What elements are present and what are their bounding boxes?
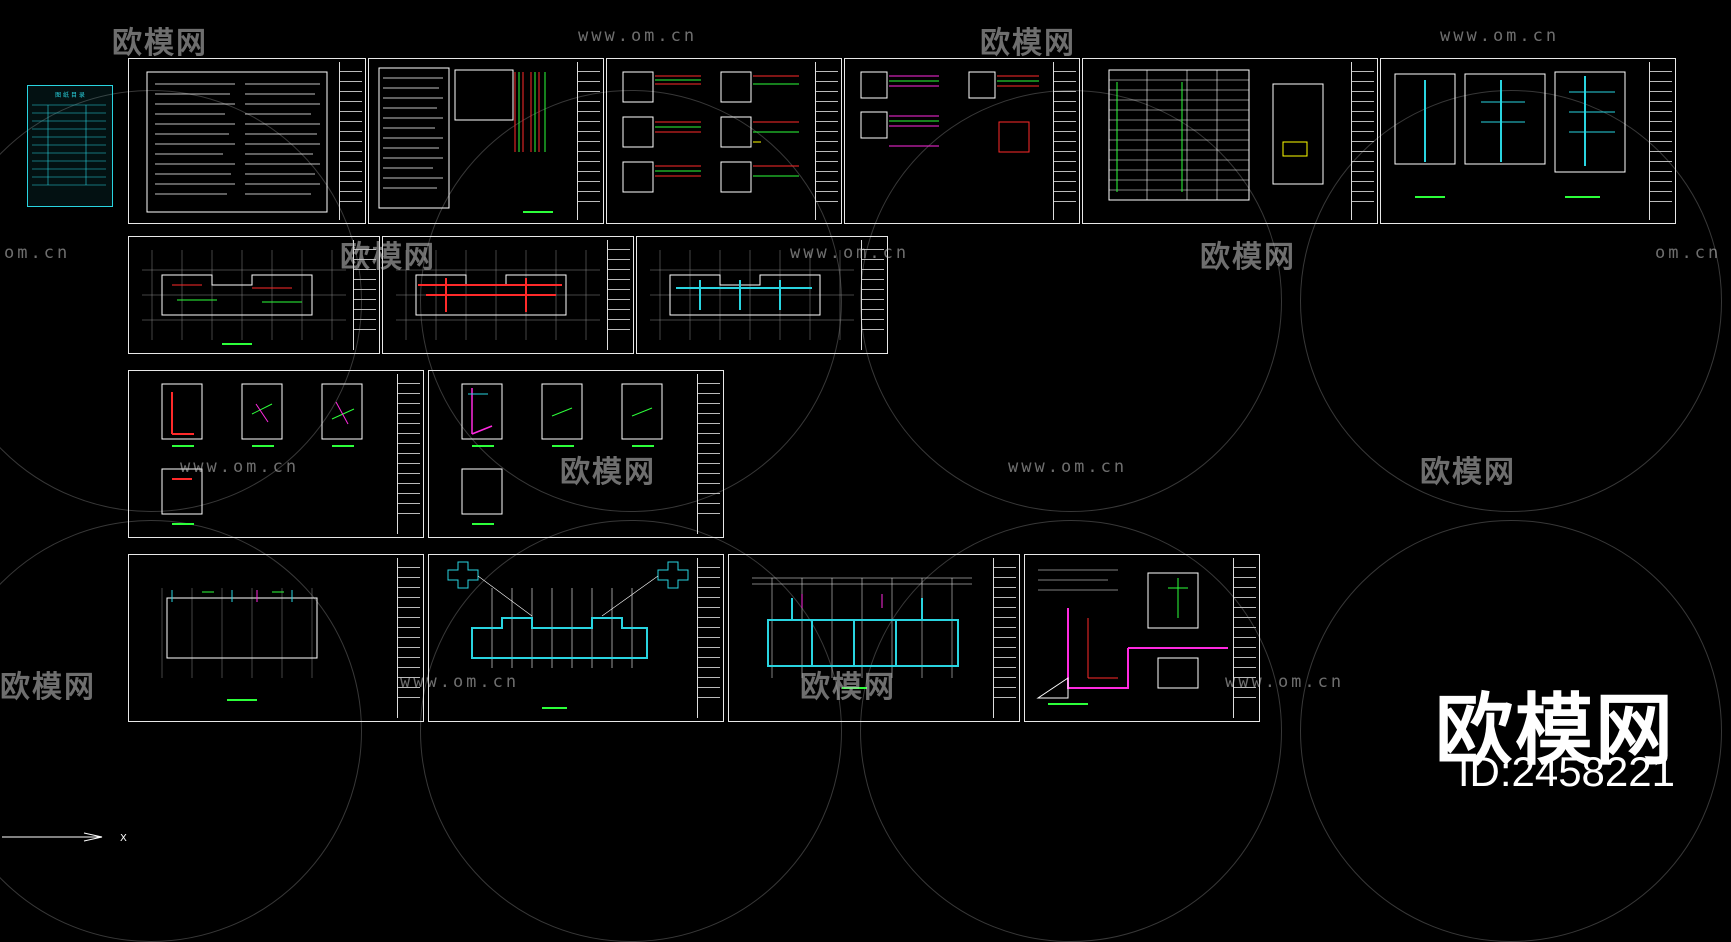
watermark-url: www.om.cn <box>1008 457 1128 477</box>
sheet-drawing <box>461 383 663 525</box>
watermark-url-fragment: om.cn <box>1655 243 1722 263</box>
sheet-drawing <box>860 71 1039 153</box>
watermark-brand: 欧模网 <box>112 26 208 61</box>
title-block <box>339 62 362 220</box>
drawing-sheet-basement-plan-1[interactable] <box>428 554 724 722</box>
drawing-sheet-detail-drawings[interactable] <box>1024 554 1260 722</box>
drawing-sheet-system-diagram-2[interactable] <box>844 58 1080 224</box>
title-block <box>861 240 884 350</box>
sheet-drawing <box>622 71 799 193</box>
sheet-drawing <box>447 561 689 709</box>
drawing-sheet-unit-plans-1[interactable] <box>128 370 424 538</box>
watermark-ring <box>420 90 842 512</box>
title-block <box>1233 558 1256 718</box>
sheet-drawing <box>142 250 346 345</box>
title-block <box>397 374 420 534</box>
watermark-url: www.om.cn <box>1440 26 1560 46</box>
resource-id: ID:2458221 <box>1457 748 1675 795</box>
watermark-url: www.om.cn <box>578 26 698 46</box>
watermark-url: www.om.cn <box>400 672 520 692</box>
watermark-ring <box>1300 90 1722 512</box>
watermark-url: www.om.cn <box>1225 672 1345 692</box>
ucs-axis-icon: X <box>2 832 127 842</box>
drawing-sheet-design-notes-1[interactable] <box>128 58 366 224</box>
sheet-drawing <box>1108 69 1324 201</box>
title-block <box>1351 62 1374 220</box>
title-block <box>815 62 838 220</box>
drawing-sheet-floor-plan-1[interactable] <box>128 236 380 354</box>
drawing-sheet-riser-diagram[interactable] <box>1380 58 1676 224</box>
title-block <box>607 240 630 350</box>
drawing-sheet-roof-plan[interactable] <box>128 554 424 722</box>
title-block <box>993 558 1016 718</box>
watermark-brand: 欧模网 <box>980 26 1076 61</box>
watermark-url-fragment: om.cn <box>4 243 71 263</box>
title-block <box>697 558 720 718</box>
sheet-drawing <box>378 67 553 213</box>
drawing-sheet-floor-plan-3[interactable] <box>636 236 888 354</box>
drawing-sheet-unit-plans-2[interactable] <box>428 370 724 538</box>
sheet-drawing <box>752 577 972 689</box>
drawing-sheet-system-diagram-1[interactable] <box>606 58 842 224</box>
title-block <box>353 240 376 350</box>
sheet-drawing <box>161 383 363 525</box>
watermark-brand: 欧模网 <box>560 455 656 490</box>
sheet-drawing <box>146 71 328 213</box>
title-block <box>1053 62 1076 220</box>
watermark-brand: 欧模网 <box>1200 240 1296 275</box>
watermark-url: www.om.cn <box>790 243 910 263</box>
title-block <box>1649 62 1672 220</box>
svg-text:X: X <box>120 833 127 842</box>
sheet-drawing <box>1394 71 1626 198</box>
sheet-drawing <box>161 588 318 701</box>
thumbnail-title: 图 纸 目 录 <box>55 92 85 99</box>
watermark-url: www.om.cn <box>180 457 300 477</box>
brand-logo: 欧模网 <box>1434 686 1675 776</box>
title-block <box>397 558 420 718</box>
sheet-drawing <box>1036 569 1228 705</box>
drawing-sheet-floor-plan-2[interactable] <box>382 236 634 354</box>
title-block <box>697 374 720 534</box>
watermark-brand: 欧模网 <box>0 670 96 705</box>
sheet-drawing <box>396 250 600 340</box>
watermark-brand: 欧模网 <box>340 240 436 275</box>
title-block <box>577 62 600 220</box>
sheet-drawing <box>650 250 854 340</box>
drawing-sheet-design-notes-2[interactable] <box>368 58 604 224</box>
index-table-graphic <box>32 104 106 186</box>
watermark-brand: 欧模网 <box>800 670 896 705</box>
drawing-index-thumbnail[interactable]: 图 纸 目 录 <box>27 85 113 207</box>
watermark-ring <box>860 90 1282 512</box>
drawing-sheet-basement-plan-2[interactable] <box>728 554 1020 722</box>
watermark-brand: 欧模网 <box>1420 455 1516 490</box>
drawing-sheet-material-table[interactable] <box>1082 58 1378 224</box>
